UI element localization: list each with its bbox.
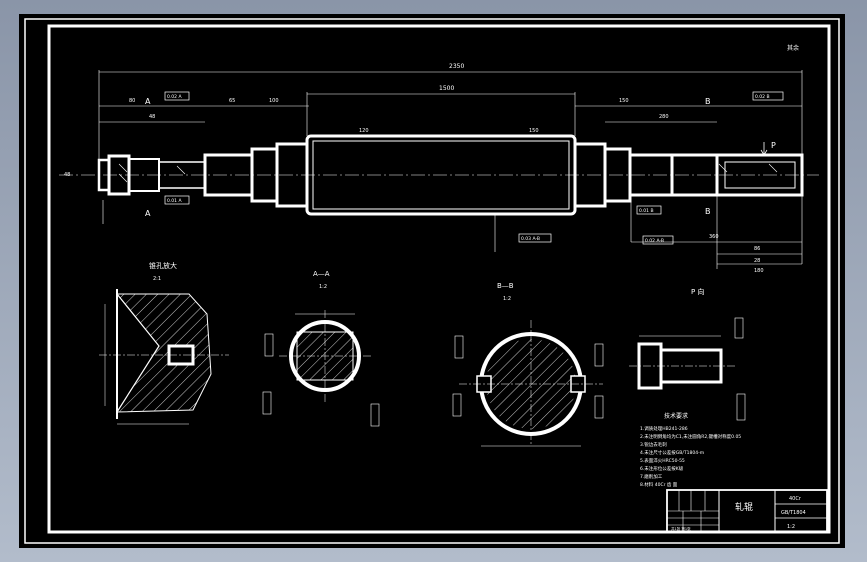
tol-4: 0.01 B (639, 208, 654, 214)
note-line-2: 2.未注明倒角均为C1,未注圆角R2,键槽对称度0.05 (640, 433, 741, 440)
overall-length-dim: 2350 (449, 63, 464, 70)
inner-frame (47, 24, 831, 534)
dim-13: 180 (754, 268, 764, 274)
cad-drawing-canvas[interactable]: 其余 (19, 14, 845, 548)
dim-6: 280 (659, 114, 669, 120)
drawing-sheet: 其余 (19, 14, 845, 548)
material-cell: 40Cr (789, 496, 802, 502)
dim-3: 100 (269, 98, 279, 104)
note-line-6: 6.未注形位公差按K级 (640, 465, 684, 472)
note-line-7: 7.磨削加工 (640, 473, 663, 480)
technical-notes: 技术要求 1.调质处理HB241-286 2.未注明倒角均为C1,未注圆角R2,… (640, 412, 741, 488)
notes-title: 技术要求 (664, 412, 688, 420)
drawing-number-cell: GB/T1804 (781, 510, 806, 516)
section-bb-scale: 1:2 (503, 296, 511, 302)
note-line-1: 1.调质处理HB241-286 (640, 425, 688, 432)
tol-6: 0.02 A-B (645, 238, 664, 244)
dimension-lines (98, 70, 803, 269)
detail-view-title: 锥孔放大 (149, 261, 177, 270)
section-aa-scale: 1:2 (319, 284, 327, 290)
tolerance-frames: 0.02 A 0.02 B 0.01 A 0.01 B 0.03 A-B 0.0… (164, 91, 784, 245)
section-bb-view (452, 320, 604, 447)
barrel-length-dim: 1500 (439, 85, 454, 92)
roll-barrel-inner (312, 140, 570, 210)
dim-10: 48 (64, 172, 70, 178)
sheet-count-cell: 共1张 第1张 (671, 526, 691, 531)
p-view-marker: P (771, 141, 776, 150)
dim-7: 360 (709, 234, 719, 240)
p-view-title: P 向 (691, 287, 704, 296)
tol-3: 0.01 A (167, 198, 182, 204)
note-line-5: 5.表面淬火HRC50-55 (640, 457, 685, 464)
tol-1: 0.02 A (167, 94, 182, 100)
dim-2: 65 (229, 98, 235, 104)
detail-view-scale: 2:1 (153, 276, 161, 282)
right-end-bore (724, 161, 796, 189)
dim-8: 86 (754, 246, 760, 252)
section-aa-view (262, 310, 380, 427)
top-right-note: 其余 (787, 44, 799, 52)
title-block[interactable] (666, 489, 828, 533)
main-shaft (59, 134, 819, 216)
section-marker-b-bottom: B (705, 207, 711, 216)
tol-2: 0.02 B (755, 94, 770, 100)
section-marker-a-bottom: A (145, 209, 151, 218)
dim-12: 150 (529, 128, 539, 134)
p-view-arrow (760, 142, 768, 156)
note-line-3: 3.锐边去毛刺 (640, 441, 667, 448)
section-marker-a-top: A (145, 97, 151, 106)
dim-5: 48 (149, 114, 155, 120)
outer-frame (24, 18, 840, 544)
dim-11: 120 (359, 128, 369, 134)
note-line-4: 4.未注尺寸公差按GB/T1804-m (640, 449, 704, 456)
tol-5: 0.03 A-B (521, 236, 540, 242)
section-marker-b-top: B (705, 97, 711, 106)
dim-9: 28 (754, 258, 760, 264)
dim-4: 150 (619, 98, 629, 104)
note-line-8: 8.材料 40Cr 齿 面 (640, 481, 678, 488)
dim-1: 80 (129, 98, 135, 104)
section-bb-title: B—B (497, 282, 514, 290)
detail-view-cone (99, 289, 229, 425)
p-view (629, 317, 746, 421)
section-aa-title: A—A (313, 270, 330, 278)
right-coupling-end (715, 153, 804, 197)
part-name: 轧辊 (735, 501, 753, 513)
scale-cell: 1:2 (787, 524, 795, 530)
